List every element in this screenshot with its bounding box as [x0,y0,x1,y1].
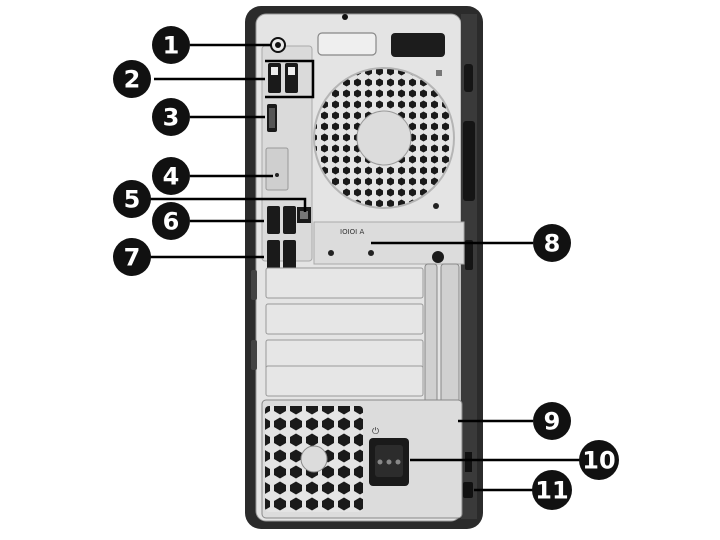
callout-number: 1 [163,32,180,60]
callout-8: 8 [533,224,571,262]
callout-number: 8 [544,230,561,258]
leader-box-2 [265,59,315,99]
callout-7: 7 [113,238,151,276]
power-supply: ⏻ [261,399,472,519]
rear-fan [313,67,455,209]
rj45-port [297,207,311,223]
side-latches [251,64,475,370]
callout-number: 10 [582,447,615,475]
callout-number: 11 [535,477,568,505]
callout-10: 10 [579,440,619,480]
audio-jack [270,37,286,53]
callout-number: 5 [124,186,141,214]
usb-ports-lower [267,240,296,270]
callout-2: 2 [113,60,151,98]
callout-9: 9 [533,402,571,440]
callout-5: 5 [113,180,151,218]
callout-number: 7 [124,244,141,272]
panel-label: IOIOI A [340,228,364,236]
callout-number: 9 [544,408,561,436]
callouts: 1 2 3 4 5 6 7 8 [113,26,619,510]
callout-11: 11 [532,470,572,510]
power-symbol: ⏻ [372,426,379,437]
expansion-slots [265,251,460,430]
leader-lines [150,43,580,492]
callout-number: 4 [163,163,180,191]
callout-number: 6 [163,208,180,236]
callout-number: 3 [163,104,180,132]
leader-line-5 [150,197,307,212]
optional-port-panel [265,147,289,191]
display-port [267,104,277,132]
callout-3: 3 [152,98,190,136]
usb-ports-middle [267,206,296,234]
top-handle [317,32,445,76]
callout-4: 4 [152,157,190,195]
callout-6: 6 [152,202,190,240]
callout-number: 2 [124,66,141,94]
callout-1: 1 [152,26,190,64]
security-slot [463,482,473,498]
usb-ports-top [268,63,298,93]
